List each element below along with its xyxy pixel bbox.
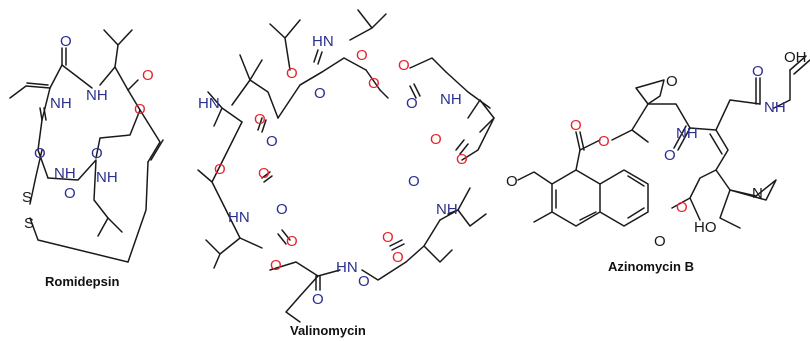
valinomycin-ester-o-4: O bbox=[368, 75, 380, 92]
romidepsin-carbonyl-o-1: O bbox=[60, 33, 72, 50]
valinomycin-ester-o-1: O bbox=[254, 111, 266, 128]
valinomycin-o-4: O bbox=[430, 131, 442, 148]
valinomycin-ester-o-10: O bbox=[214, 161, 226, 178]
azinomycin-b-label: Azinomycin B bbox=[608, 259, 694, 274]
romidepsin-sulfur-2: S bbox=[24, 215, 34, 232]
romidepsin-nh-3: NH bbox=[54, 165, 76, 182]
azinomycin-b-structure: O O O O O NH O NH OH O O N HO Azinomycin… bbox=[506, 49, 810, 274]
azinomycin-methoxy-o: O bbox=[506, 173, 518, 190]
azinomycin-ester-o: O bbox=[598, 133, 610, 150]
valinomycin-hn-4: HN bbox=[228, 209, 250, 226]
valinomycin-ester-o-7: O bbox=[392, 249, 404, 266]
valinomycin-o-6: O bbox=[382, 229, 394, 246]
romidepsin-structure: O NH O O NH O O NH NH O S S Romidepsin bbox=[9, 29, 164, 289]
azinomycin-hydroxyl-ho: HO bbox=[694, 219, 717, 236]
valinomycin-ester-o-3: O bbox=[356, 47, 368, 64]
valinomycin-ester-o-8: O bbox=[286, 233, 298, 250]
valinomycin-hn-3: HN bbox=[336, 259, 358, 276]
romidepsin-nh-1: NH bbox=[86, 87, 108, 104]
valinomycin-ester-o-9: O bbox=[270, 257, 282, 274]
valinomycin-o-3: O bbox=[406, 95, 418, 112]
valinomycin-ester-o-11: O bbox=[258, 165, 270, 182]
romidepsin-ester-o-2: O bbox=[134, 101, 146, 118]
azinomycin-acetate-o: O bbox=[676, 199, 688, 216]
valinomycin-o-5: O bbox=[408, 173, 420, 190]
valinomycin-structure: HN O O O HN O O O O O NH O O O NH O O O … bbox=[197, 9, 495, 338]
romidepsin-ester-o-1: O bbox=[142, 67, 154, 84]
valinomycin-hn-1: HN bbox=[198, 95, 220, 112]
azinomycin-epoxide-o: O bbox=[666, 73, 678, 90]
azinomycin-enol-oh: OH bbox=[784, 49, 807, 66]
valinomycin-ester-o-6: O bbox=[456, 151, 468, 168]
valinomycin-o-2: O bbox=[314, 85, 326, 102]
azinomycin-nh-1: NH bbox=[676, 125, 698, 142]
azinomycin-amide-o-1: O bbox=[664, 147, 676, 164]
valinomycin-o-1: O bbox=[266, 133, 278, 150]
azinomycin-acetate-carbonyl-o: O bbox=[654, 233, 666, 250]
romidepsin-label: Romidepsin bbox=[45, 274, 119, 289]
azinomycin-aziridine-n: N bbox=[752, 185, 763, 202]
azinomycin-nh-2: NH bbox=[764, 99, 786, 116]
azinomycin-amide-o-2: O bbox=[752, 63, 764, 80]
romidepsin-nh-4: NH bbox=[96, 169, 118, 186]
valinomycin-label: Valinomycin bbox=[290, 323, 366, 338]
romidepsin-sulfur-1: S bbox=[22, 189, 32, 206]
valinomycin-ester-o-2: O bbox=[286, 65, 298, 82]
valinomycin-nh-2: NH bbox=[436, 201, 458, 218]
valinomycin-o-8: O bbox=[312, 291, 324, 308]
romidepsin-carbonyl-o-4: O bbox=[64, 185, 76, 202]
azinomycin-ester-carbonyl-o: O bbox=[570, 117, 582, 134]
romidepsin-nh-2: NH bbox=[50, 95, 72, 112]
romidepsin-carbonyl-o-2: O bbox=[34, 145, 46, 162]
valinomycin-nh-1: NH bbox=[440, 91, 462, 108]
valinomycin-ester-o-5: O bbox=[398, 57, 410, 74]
valinomycin-hn-2: HN bbox=[312, 33, 334, 50]
valinomycin-o-7: O bbox=[358, 273, 370, 290]
valinomycin-o-9: O bbox=[276, 201, 288, 218]
romidepsin-carbonyl-o-3: O bbox=[91, 145, 103, 162]
